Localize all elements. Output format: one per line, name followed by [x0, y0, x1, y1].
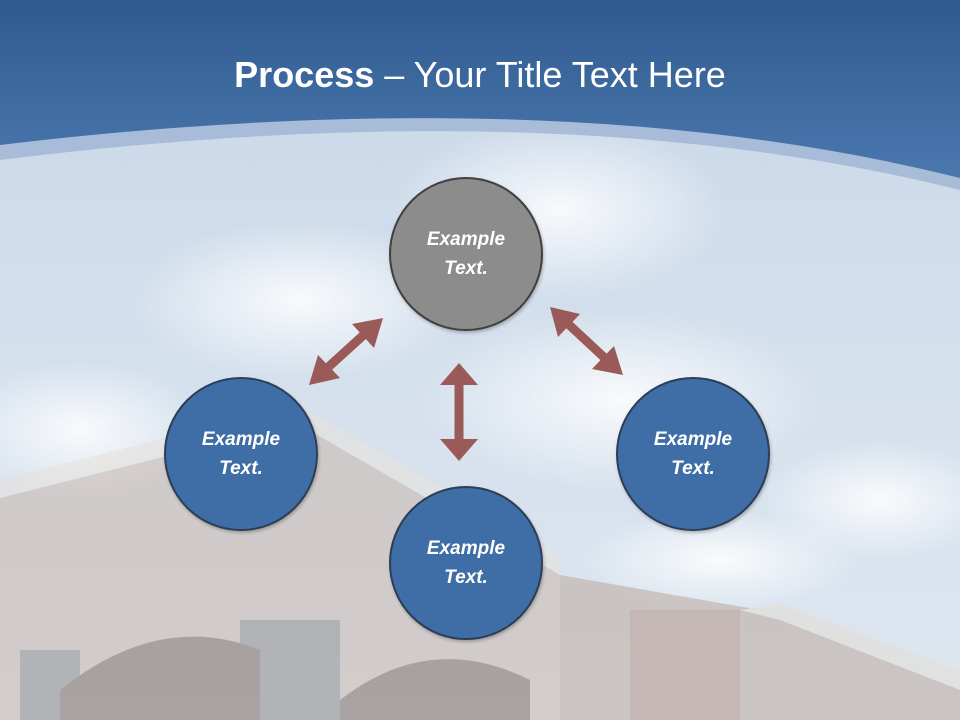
node-top-label: Example Text. [426, 229, 506, 279]
process-node-right[interactable]: Example Text. [616, 377, 770, 531]
slide-title: Process – Your Title Text Here [0, 52, 960, 98]
title-rest: – Your Title Text Here [374, 54, 726, 95]
node-right-label: Example Text. [653, 429, 733, 479]
double-arrow-right [550, 307, 623, 375]
process-node-left[interactable]: Example Text. [164, 377, 318, 531]
cloud [580, 510, 860, 610]
double-arrow-vertical [440, 363, 478, 461]
cloud [130, 220, 470, 380]
node-bottom-label: Example Text. [426, 538, 506, 588]
process-node-bottom[interactable]: Example Text. [389, 486, 543, 640]
double-arrow-left [309, 318, 383, 385]
title-bold: Process [234, 54, 375, 95]
node-left-label: Example Text. [201, 429, 281, 479]
header-band [0, 0, 960, 178]
process-node-top[interactable]: Example Text. [389, 177, 543, 331]
